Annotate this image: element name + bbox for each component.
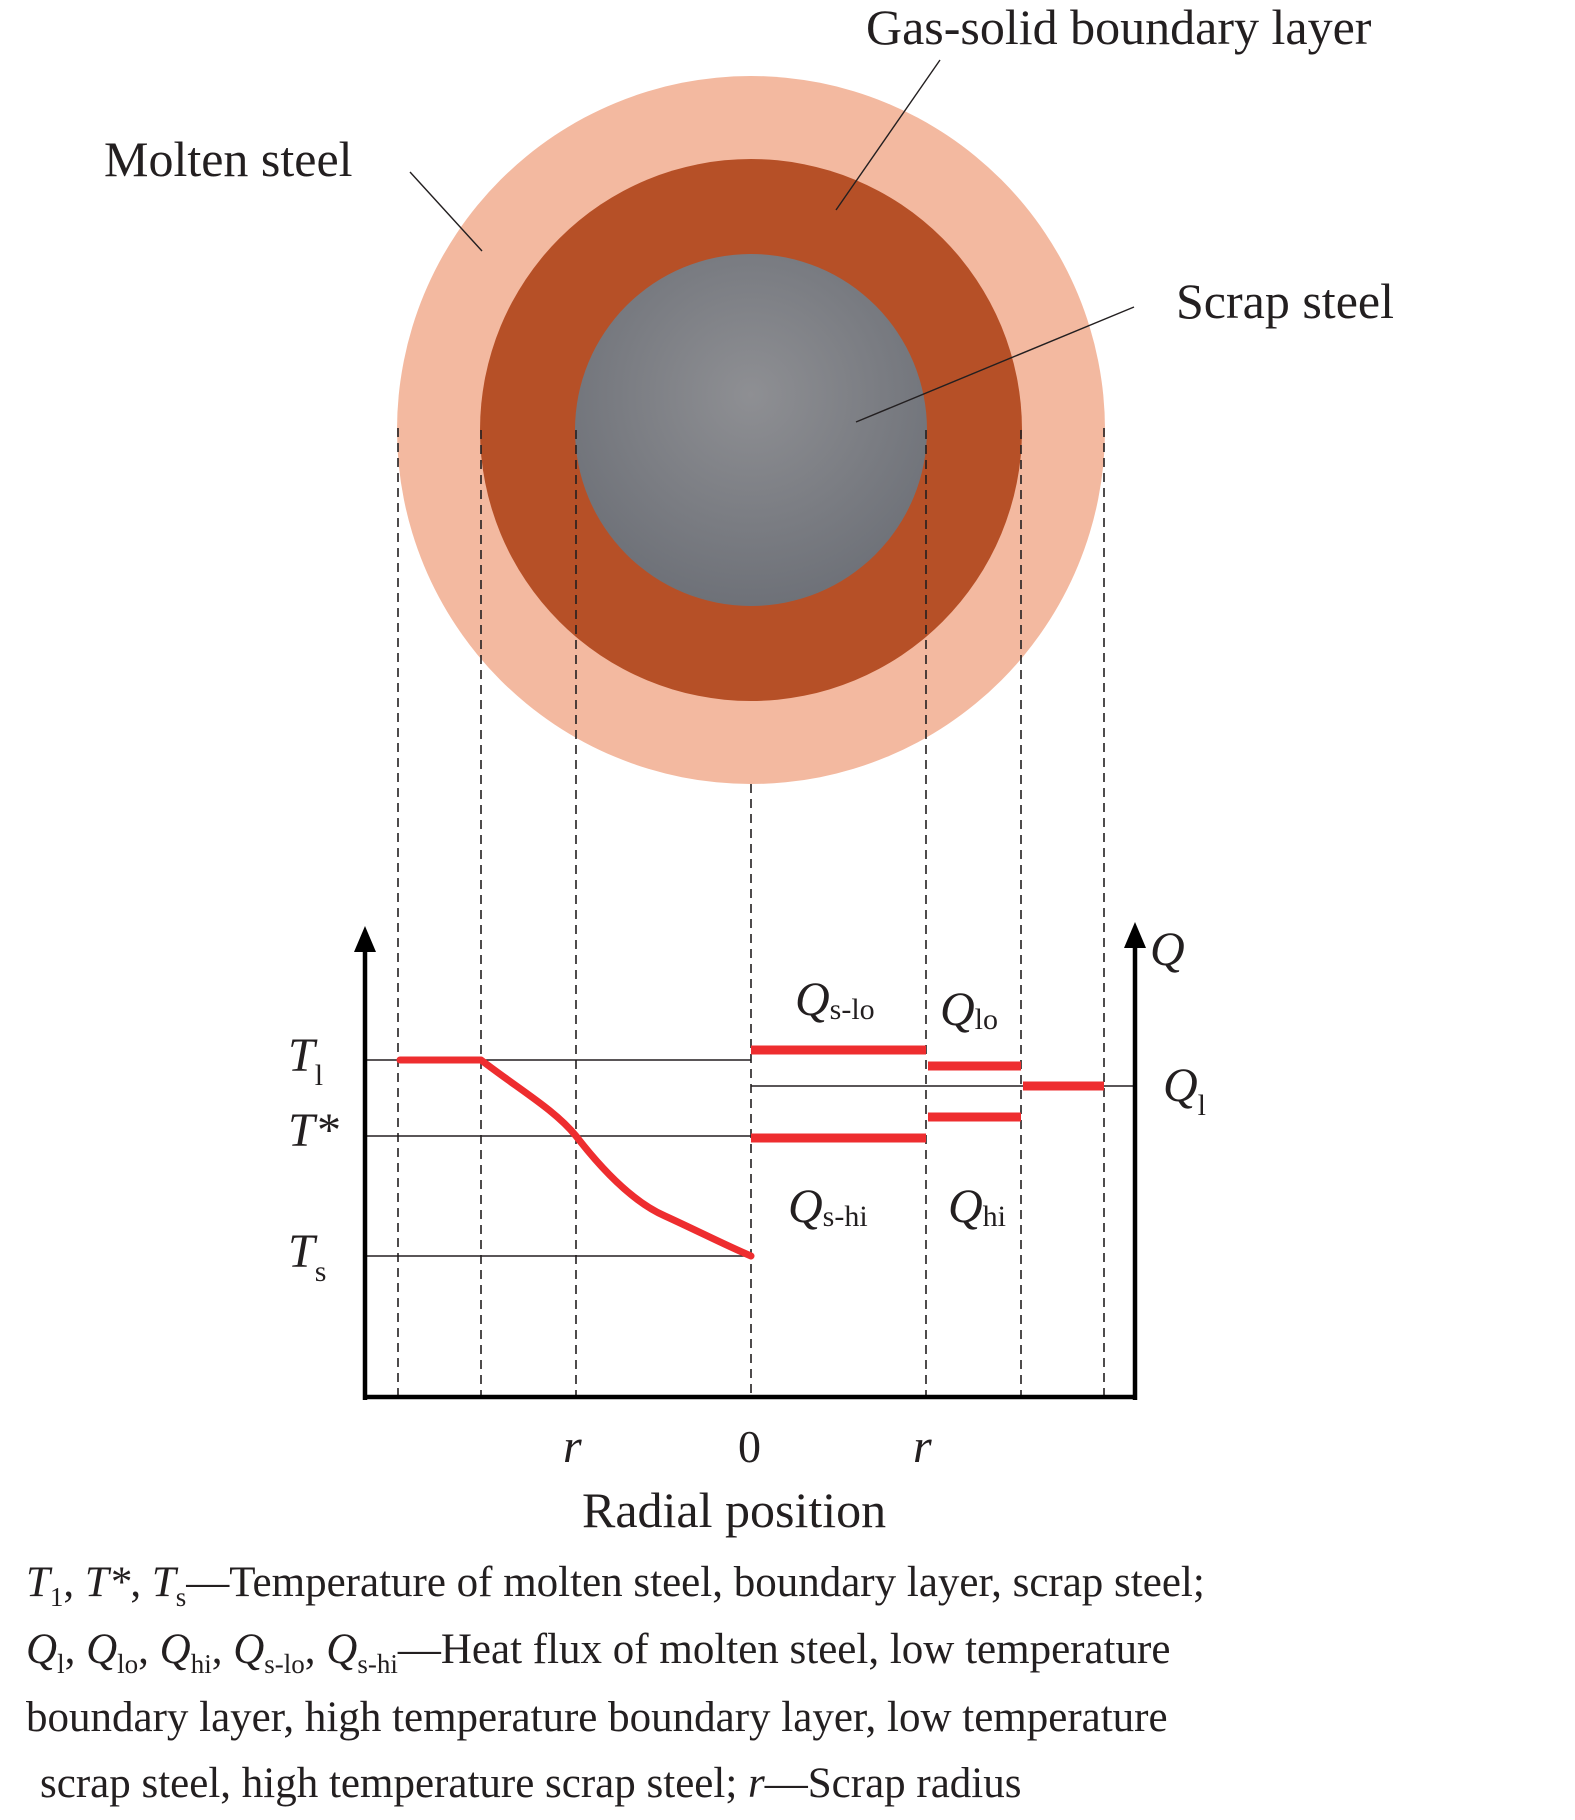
temperature-axis-arrow bbox=[354, 926, 376, 952]
molten-steel-leader bbox=[409, 171, 483, 252]
x-axis-title: Radial position bbox=[582, 1482, 886, 1538]
q-s-hi-label: Qs-hi bbox=[788, 1180, 868, 1233]
temperature-profile-curve bbox=[396, 1056, 755, 1260]
scrap-steel-region bbox=[575, 254, 927, 606]
q-axis-title: Q bbox=[1150, 923, 1185, 976]
boundary-layer-leader bbox=[835, 59, 941, 211]
q-lo-label: Qlo bbox=[940, 983, 998, 1036]
q-s-lo-label: Qs-lo bbox=[795, 973, 875, 1026]
molten-steel-label: Molten steel bbox=[104, 131, 353, 187]
legend-line-4: scrap steel, high temperature scrap stee… bbox=[40, 1760, 1022, 1807]
legend-line-2: Ql, Qlo, Qhi, Qs-lo, Qs-hi—Heat flux of … bbox=[26, 1626, 1170, 1679]
t-s-label: Ts bbox=[288, 1225, 326, 1288]
t-star-label: T* bbox=[288, 1104, 339, 1157]
tick-r-left: r bbox=[563, 1420, 582, 1473]
tick-zero: 0 bbox=[738, 1421, 761, 1472]
flux-axis-arrow bbox=[1124, 922, 1146, 948]
projection-lines bbox=[397, 428, 1105, 1398]
t-l-label: Tl bbox=[288, 1029, 323, 1092]
boundary-layer-label: Gas-solid boundary layer bbox=[866, 0, 1372, 55]
scrap-steel-leader bbox=[855, 306, 1135, 423]
tick-r-right: r bbox=[913, 1420, 932, 1473]
legend-caption: T1, T*, Ts—Temperature of molten steel, … bbox=[26, 1559, 1205, 1807]
legend-line-3: boundary layer, high temperature boundar… bbox=[26, 1694, 1168, 1741]
q-hi-label: Qhi bbox=[948, 1180, 1006, 1233]
legend-line-1: T1, T*, Ts—Temperature of molten steel, … bbox=[26, 1559, 1205, 1612]
q-l-label: Ql bbox=[1163, 1059, 1206, 1122]
scrap-steel-label: Scrap steel bbox=[1176, 273, 1394, 329]
